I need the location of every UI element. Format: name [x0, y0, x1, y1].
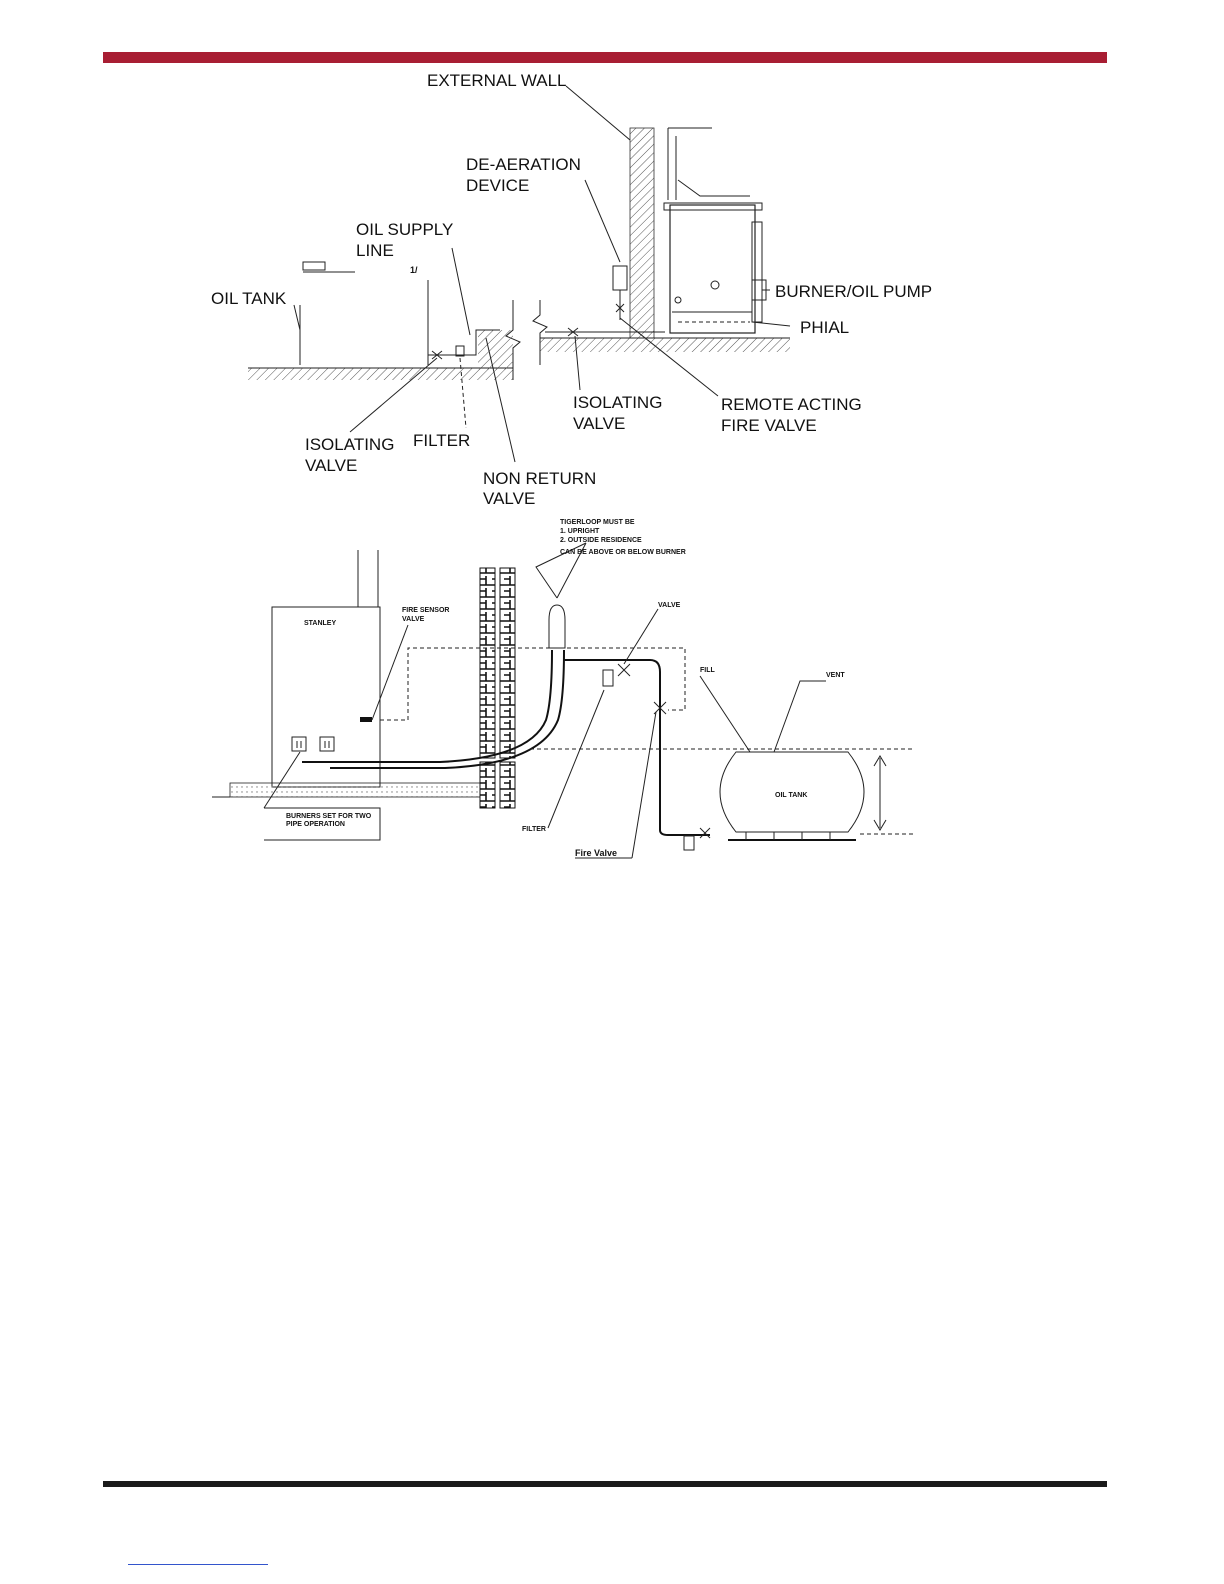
label-remote-fire-1: REMOTE ACTING — [721, 395, 862, 414]
pipe-tank — [564, 659, 710, 836]
isolating-valve-right-shape — [567, 327, 579, 337]
leader-external-wall — [565, 85, 631, 141]
label-burners-1: BURNERS SET FOR TWO — [286, 813, 372, 820]
pipe-return — [330, 649, 565, 769]
oil-tank-2 — [719, 751, 865, 833]
burner-pump-1 — [291, 736, 307, 752]
label-vent: VENT — [826, 672, 845, 679]
label-de-aeration-1: DE-AERATION — [466, 155, 581, 174]
label-isolating-r2: VALVE — [573, 414, 625, 433]
label-remote-fire-2: FIRE VALVE — [721, 416, 817, 435]
leader-de-aeration — [584, 179, 621, 263]
footer-link-underline[interactable] — [128, 1564, 268, 1565]
label-oil-tank: OIL TANK — [211, 289, 287, 308]
label-oil-supply-1: OIL SUPPLY — [356, 220, 453, 239]
leader-oil-tank — [293, 304, 301, 331]
label-isolating-r1: ISOLATING — [573, 393, 662, 412]
label-burner-pump: BURNER/OIL PUMP — [775, 282, 932, 301]
stove — [663, 179, 767, 334]
label-non-return-1: NON RETURN — [483, 469, 596, 488]
label-tigerloop-4: CAN BE ABOVE OR BELOW BURNER — [560, 549, 686, 556]
leader-fire-valve — [619, 317, 719, 397]
floor-right — [540, 338, 790, 352]
label-phial: PHIAL — [800, 318, 849, 337]
brick-wall-2 — [499, 567, 516, 759]
label-filter: FILTER — [413, 431, 470, 450]
label-valve: VALVE — [658, 602, 681, 609]
label-tigerloop-2: 1. UPRIGHT — [560, 528, 600, 535]
footer-rule — [103, 1481, 1107, 1487]
label-tigerloop-3: 2. OUTSIDE RESIDENCE — [560, 537, 642, 544]
height-arrow — [873, 755, 887, 831]
label-stanley: STANLEY — [304, 620, 336, 627]
header-rule — [103, 52, 1107, 63]
fire-sensor-bulb — [360, 717, 372, 722]
external-wall — [629, 127, 655, 339]
label-fire-sensor-1: FIRE SENSOR — [402, 607, 449, 614]
oil-tank-shape: 1/ — [299, 261, 429, 365]
label-tigerloop-1: TIGERLOOP MUST BE — [560, 519, 635, 526]
ground-left — [248, 368, 513, 380]
fire-sensor-line — [380, 647, 686, 721]
label-isolating-l2: VALVE — [305, 456, 357, 475]
flue — [667, 127, 712, 200]
valve-shape — [617, 663, 631, 677]
leader-isolating-left — [349, 357, 438, 433]
stanley-boiler — [271, 606, 381, 788]
label-filter-2: FILTER — [522, 826, 546, 833]
filter-shape — [602, 669, 614, 687]
diagram-1-gravity-feed: 1/ EXTERNAL WALL DE-AERATION DEVICE OIL … — [211, 71, 932, 508]
label-fire-valve: Fire Valve — [575, 848, 617, 858]
pipe-supply — [302, 649, 553, 763]
supply-line-left — [428, 329, 500, 356]
leader-oil-supply — [451, 247, 471, 336]
leader-isolating-right — [574, 335, 581, 391]
burner-pump-2 — [319, 736, 335, 752]
diagram-2-tigerloop: STANLEY OIL TANK — [212, 519, 915, 859]
tigerloop — [548, 604, 566, 649]
de-aeration-device — [612, 265, 628, 291]
label-isolating-l1: ISOLATING — [305, 435, 394, 454]
label-oil-supply-2: LINE — [356, 241, 394, 260]
brick-wall-1 — [479, 567, 496, 759]
label-burners-2: PIPE OPERATION — [286, 821, 345, 828]
label-fill: FILL — [700, 667, 715, 674]
leader-non-return — [485, 337, 516, 463]
svg-text:1/: 1/ — [410, 265, 418, 275]
label-non-return-2: VALVE — [483, 489, 535, 508]
label-de-aeration-2: DEVICE — [466, 176, 529, 195]
leader-filter — [459, 357, 467, 429]
burners-note-box — [264, 807, 381, 841]
leader-phial — [751, 321, 791, 327]
floor-slab — [229, 782, 481, 798]
label-fire-sensor-2: VALVE — [402, 616, 425, 623]
label-external-wall: EXTERNAL WALL — [427, 71, 567, 90]
chimney — [357, 550, 379, 607]
label-oil-tank-2: OIL TANK — [775, 792, 807, 799]
